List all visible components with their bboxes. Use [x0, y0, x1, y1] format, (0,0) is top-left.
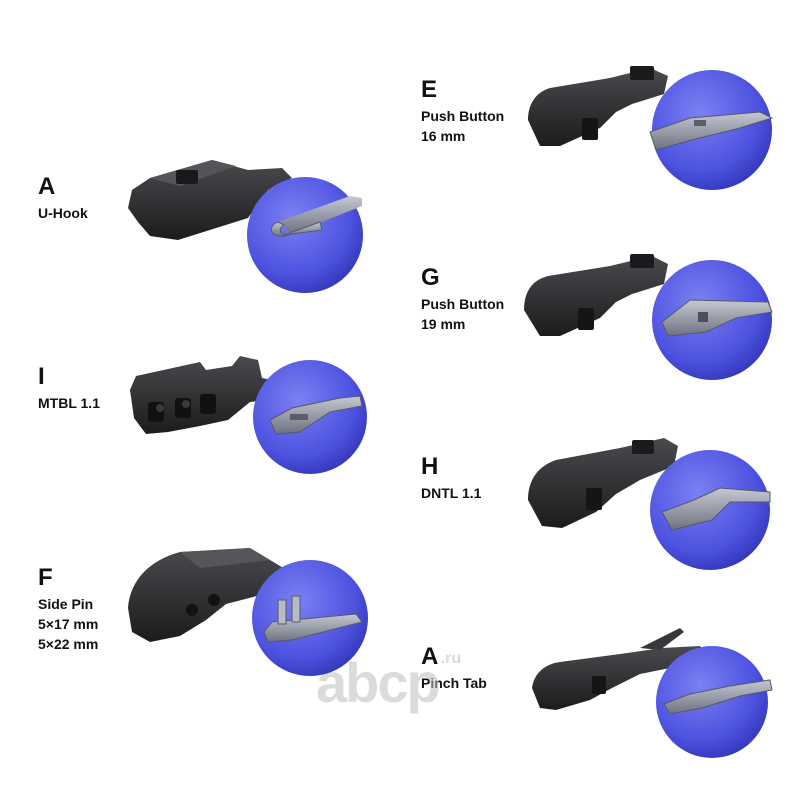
watermark-tld: .ru: [440, 650, 462, 667]
connector-label-g-pushbutton19: G Push Button 19 mm: [421, 266, 504, 334]
connector-label-f-sidepin: F Side Pin 5×17 mm 5×22 mm: [38, 566, 98, 654]
connector-name: Push Button 16 mm: [421, 108, 505, 144]
connector-name: Side Pin 5×17 mm 5×22 mm: [38, 596, 99, 652]
watermark: abcp.ru: [316, 650, 461, 715]
connector-letter: E: [421, 76, 438, 103]
pinch-tab-detail-circle: [656, 646, 768, 758]
push-button-19-adapter-image: [524, 254, 773, 380]
mtbl-detail-circle: [253, 360, 367, 474]
push-button-19-detail-circle: [652, 260, 772, 380]
u-hook-adapter-image: [128, 160, 363, 293]
dntl-adapter-image: [528, 438, 771, 570]
connector-name: MTBL 1.1: [38, 395, 100, 411]
pinch-tab-adapter-image: [532, 628, 773, 758]
push-button-16-detail-circle: [652, 70, 772, 190]
connector-name: DNTL 1.1: [421, 485, 482, 501]
connector-name: Pinch Tab: [421, 675, 487, 691]
dntl-detail-circle: [650, 450, 770, 570]
connector-letter: A: [38, 173, 56, 200]
connector-letter: H: [421, 453, 439, 480]
mtbl-adapter-image: [130, 356, 367, 474]
connector-label-i-mtbl: I MTBL 1.1: [38, 365, 100, 413]
u-hook-detail-circle: [247, 177, 363, 293]
connector-label-e-pushbutton16: E Push Button 16 mm: [421, 78, 504, 146]
push-button-16-adapter-image: [528, 66, 774, 190]
connector-label-a-uhook: A U-Hook: [38, 175, 88, 223]
connector-label-h-dntl: H DNTL 1.1: [421, 455, 481, 503]
connector-letter: G: [421, 264, 440, 291]
connector-name: U-Hook: [38, 205, 88, 221]
connector-letter: F: [38, 564, 53, 591]
connector-letter: I: [38, 363, 45, 390]
connector-label-a-pinchtab: A Pinch Tab: [421, 645, 487, 693]
connector-letter: A: [421, 643, 439, 670]
watermark-brand: abcp: [316, 651, 441, 714]
connector-name: Push Button 19 mm: [421, 296, 505, 332]
